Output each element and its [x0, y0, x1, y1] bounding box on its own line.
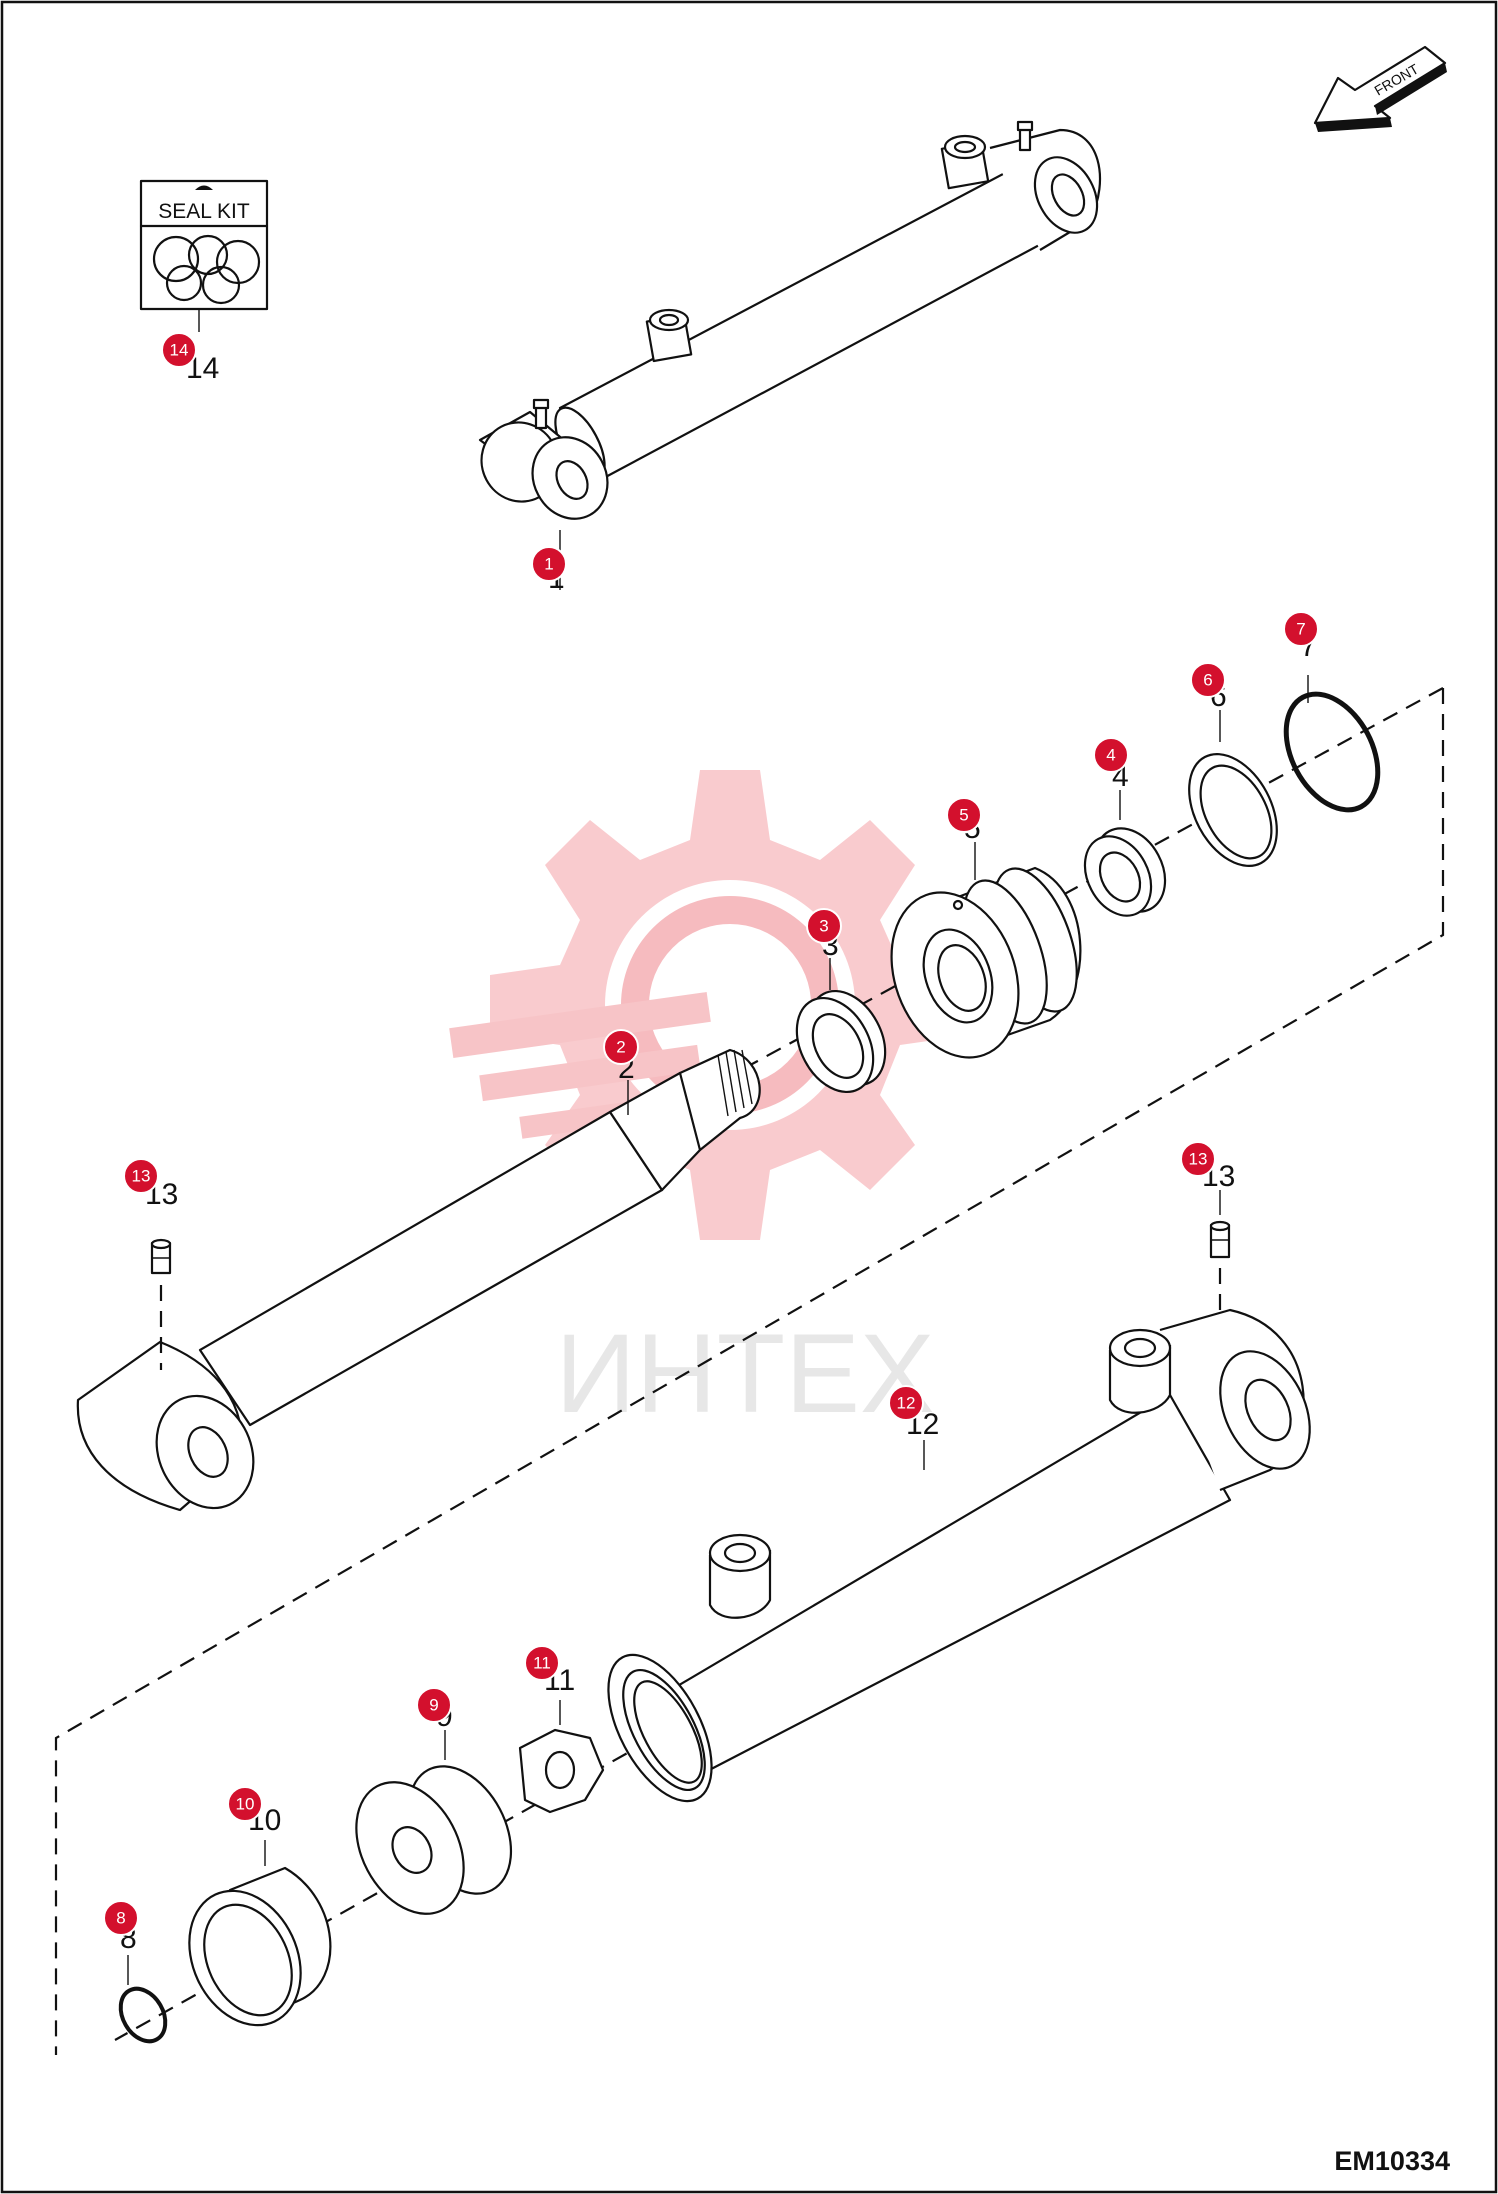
callout-badge-3[interactable]: 3 [806, 908, 842, 944]
o-ring-part-7 [1283, 691, 1381, 813]
svg-text:4: 4 [1106, 746, 1115, 765]
svg-text:12: 12 [897, 1394, 916, 1413]
nut-part-11 [518, 1700, 605, 1814]
seal-kit-label: SEAL KIT [158, 200, 250, 223]
svg-text:2: 2 [616, 1038, 625, 1057]
callout-badge-7[interactable]: 7 [1283, 611, 1319, 647]
svg-text:9: 9 [429, 1696, 438, 1715]
callout-badge-5[interactable]: 5 [946, 797, 982, 833]
callout-badge-13-left[interactable]: 13 [123, 1158, 159, 1194]
svg-text:6: 6 [1203, 671, 1212, 690]
svg-text:13: 13 [132, 1167, 151, 1186]
assembly-dashed-path [54, 688, 1445, 2055]
drawing-code: EM10334 [1334, 2146, 1450, 2176]
piston-seal-part-10 [188, 1840, 332, 2027]
svg-text:7: 7 [1296, 620, 1305, 639]
rod-seal-part-3 [795, 958, 887, 1094]
svg-text:11: 11 [533, 1654, 551, 1673]
o-ring-part-8 [118, 1986, 168, 2044]
wiper-part-4 [1083, 790, 1167, 917]
callout-badge-6[interactable]: 6 [1190, 662, 1226, 698]
backup-ring-part-6 [1188, 710, 1278, 867]
gland-part-5 [890, 842, 1082, 1059]
svg-text:8: 8 [116, 1909, 125, 1928]
svg-text:14: 14 [170, 341, 189, 360]
front-arrow-icon: FRONT [1313, 45, 1447, 132]
callout-badge-12[interactable]: 12 [888, 1385, 924, 1421]
callout-badge-8[interactable]: 8 [103, 1900, 139, 1936]
rod-part-2 [76, 1048, 761, 1512]
callout-badge-10[interactable]: 10 [227, 1786, 263, 1822]
svg-text:5: 5 [959, 806, 968, 825]
piston-part-9 [355, 1730, 513, 1915]
callout-badge-14[interactable]: 14 [161, 332, 197, 368]
assembled-cylinder [478, 120, 1102, 590]
callout-badge-4[interactable]: 4 [1093, 737, 1129, 773]
callout-badge-1[interactable]: 1 [531, 546, 567, 582]
svg-text:3: 3 [819, 917, 828, 936]
callout-badge-2[interactable]: 2 [603, 1029, 639, 1065]
barrel-part-12 [607, 1308, 1311, 1803]
callout-badge-13-right[interactable]: 13 [1180, 1141, 1216, 1177]
svg-text:10: 10 [236, 1795, 255, 1814]
grease-fitting-left-part-13 [150, 1238, 172, 1370]
watermark-text: ИНТЕХ [555, 1311, 934, 1436]
callout-badge-11[interactable]: 11 [524, 1645, 560, 1681]
callout-badges: 1 2 3 4 5 6 7 8 9 10 11 12 13 13 14 [103, 332, 1319, 1936]
callout-badge-9[interactable]: 9 [416, 1687, 452, 1723]
seal-kit-box: SEAL KIT [139, 179, 269, 332]
grease-fitting-right-part-13 [1209, 1190, 1231, 1340]
svg-text:13: 13 [1189, 1150, 1208, 1169]
svg-text:1: 1 [544, 555, 553, 574]
